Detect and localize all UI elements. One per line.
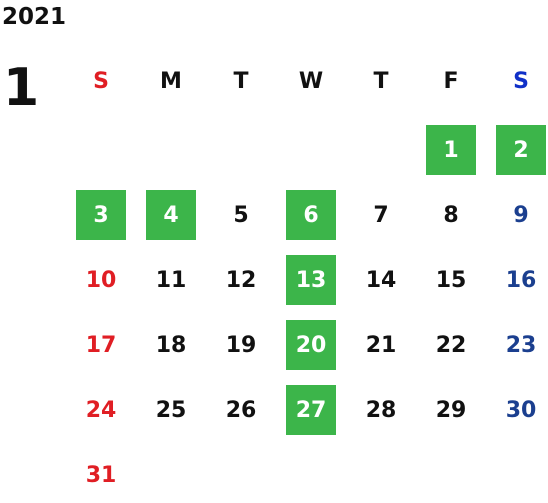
day-cell-3[interactable]: 3 <box>76 190 126 240</box>
day-cell-17[interactable]: 17 <box>85 332 117 358</box>
day-cell-8[interactable]: 8 <box>443 202 459 228</box>
weekday-header: W <box>298 68 324 94</box>
day-cell-12[interactable]: 12 <box>225 267 257 293</box>
day-cell-21[interactable]: 21 <box>365 332 397 358</box>
day-cell-6[interactable]: 6 <box>286 190 336 240</box>
weekday-header: S <box>513 68 529 94</box>
day-cell-4[interactable]: 4 <box>146 190 196 240</box>
weekday-header: T <box>373 68 389 94</box>
day-cell-29[interactable]: 29 <box>435 397 467 423</box>
day-cell-19[interactable]: 19 <box>225 332 257 358</box>
day-cell-9[interactable]: 9 <box>513 202 529 228</box>
weekday-header: T <box>233 68 249 94</box>
day-cell-15[interactable]: 15 <box>435 267 467 293</box>
day-cell-22[interactable]: 22 <box>435 332 467 358</box>
day-cell-24[interactable]: 24 <box>85 397 117 423</box>
day-cell-25[interactable]: 25 <box>155 397 187 423</box>
day-cell-1[interactable]: 1 <box>426 125 476 175</box>
day-cell-26[interactable]: 26 <box>225 397 257 423</box>
day-cell-31[interactable]: 31 <box>85 462 117 488</box>
day-cell-30[interactable]: 30 <box>505 397 537 423</box>
day-cell-27[interactable]: 27 <box>286 385 336 435</box>
day-cell-14[interactable]: 14 <box>365 267 397 293</box>
day-cell-11[interactable]: 11 <box>155 267 187 293</box>
day-cell-28[interactable]: 28 <box>365 397 397 423</box>
month-number: 1 <box>3 58 40 118</box>
weekday-header: F <box>443 68 459 94</box>
day-cell-20[interactable]: 20 <box>286 320 336 370</box>
day-cell-16[interactable]: 16 <box>505 267 537 293</box>
weekday-header: S <box>93 68 109 94</box>
year-label: 2021 <box>2 4 67 30</box>
day-cell-23[interactable]: 23 <box>505 332 537 358</box>
day-cell-13[interactable]: 13 <box>286 255 336 305</box>
day-cell-10[interactable]: 10 <box>85 267 117 293</box>
day-cell-5[interactable]: 5 <box>233 202 249 228</box>
day-cell-2[interactable]: 2 <box>496 125 546 175</box>
day-cell-18[interactable]: 18 <box>155 332 187 358</box>
weekday-header: M <box>160 68 182 94</box>
day-cell-7[interactable]: 7 <box>373 202 389 228</box>
